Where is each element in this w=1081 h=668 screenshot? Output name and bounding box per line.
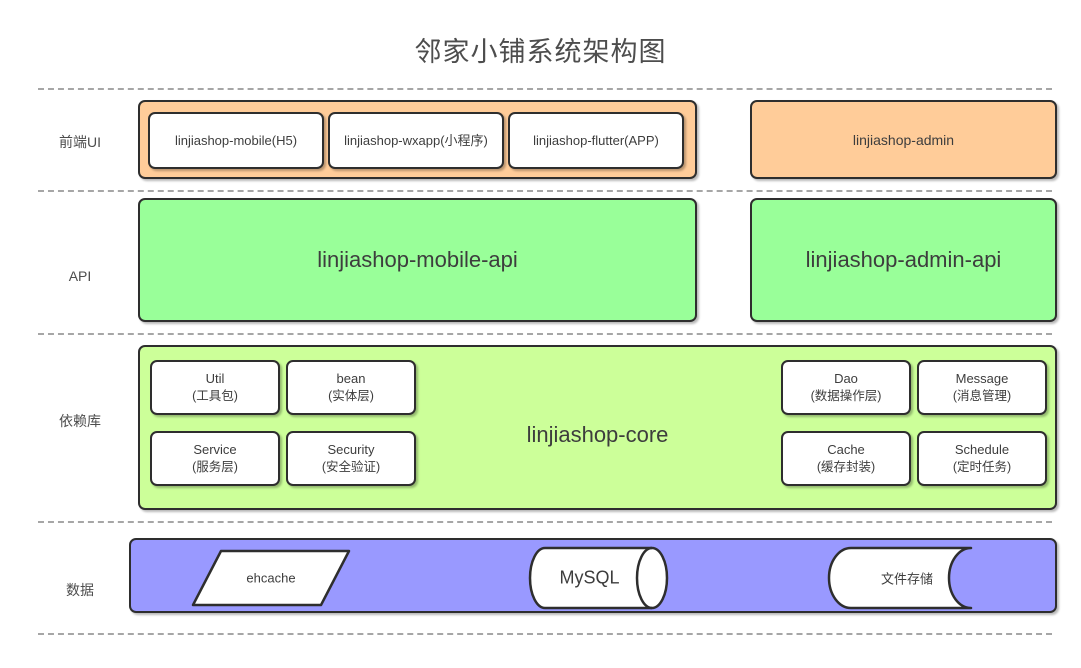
core-module-service-name: Service [193, 442, 237, 458]
row-separator-api-core [38, 333, 1052, 335]
core-module-cache[interactable]: Cache (缓存封装) [781, 431, 911, 486]
frontend-chip-flutter[interactable]: linjiashop-flutter(APP) [508, 112, 684, 169]
api-admin-box[interactable]: linjiashop-admin-api [750, 198, 1057, 322]
core-module-message-name: Message [955, 371, 1009, 387]
api-admin-label: linjiashop-admin-api [805, 247, 1002, 272]
core-module-util[interactable]: Util (工具包) [150, 360, 280, 415]
frontend-admin-box[interactable]: linjiashop-admin [750, 100, 1057, 179]
core-module-dao-name: Dao [834, 371, 858, 387]
row-separator-frontend-api [38, 190, 1052, 192]
core-module-schedule[interactable]: Schedule (定时任务) [917, 431, 1047, 486]
core-label: linjiashop-core [526, 422, 669, 447]
row-separator-core-data [38, 521, 1052, 523]
core-module-security-name: Security [327, 442, 375, 458]
core-module-service-desc: (服务层) [192, 459, 238, 474]
frontend-chip-mobile-h5[interactable]: linjiashop-mobile(H5) [148, 112, 324, 169]
data-store-ehcache[interactable]: ehcache [191, 549, 351, 607]
core-module-cache-desc: (缓存封装) [816, 459, 876, 474]
frontend-chip-flutter-label: linjiashop-flutter(APP) [533, 132, 659, 148]
core-module-dao[interactable]: Dao (数据操作层) [781, 360, 911, 415]
core-module-schedule-name: Schedule [954, 442, 1010, 458]
core-module-bean-desc: (实体层) [328, 388, 374, 403]
core-module-service[interactable]: Service (服务层) [150, 431, 280, 486]
core-module-util-desc: (工具包) [192, 388, 238, 403]
frontend-admin-label: linjiashop-admin [852, 131, 955, 148]
api-mobile-box[interactable]: linjiashop-mobile-api [138, 198, 697, 322]
data-store-file[interactable]: 文件存储 [827, 546, 991, 610]
page-title: 邻家小铺系统架构图 [414, 37, 667, 67]
frontend-chip-wxapp[interactable]: linjiashop-wxapp(小程序) [328, 112, 504, 169]
row-label-frontend: 前端UI [59, 134, 101, 150]
core-module-util-name: Util [205, 371, 225, 387]
core-module-security-desc: (安全验证) [321, 459, 381, 474]
data-store-mysql[interactable]: MySQL [515, 546, 680, 610]
row-label-api: API [68, 268, 92, 284]
data-container: ehcache MySQL 文件存储 [129, 538, 1057, 613]
core-module-cache-name: Cache [827, 442, 865, 458]
core-module-dao-desc: (数据操作层) [810, 388, 882, 403]
frontend-client-group: linjiashop-mobile(H5) linjiashop-wxapp(小… [138, 100, 697, 179]
row-label-library: 依赖库 [59, 413, 101, 429]
core-module-schedule-desc: (定时任务) [952, 459, 1012, 474]
core-module-bean[interactable]: bean (实体层) [286, 360, 416, 415]
core-module-bean-name: bean [336, 371, 366, 387]
core-module-security[interactable]: Security (安全验证) [286, 431, 416, 486]
frontend-chip-mobile-h5-label: linjiashop-mobile(H5) [174, 132, 298, 148]
row-label-data: 数据 [66, 582, 94, 598]
row-separator-top [38, 88, 1052, 90]
row-separator-bottom [38, 633, 1052, 635]
core-container: linjiashop-core Util (工具包) bean (实体层) Se… [138, 345, 1057, 510]
frontend-chip-wxapp-label: linjiashop-wxapp(小程序) [344, 132, 488, 148]
core-module-message[interactable]: Message (消息管理) [917, 360, 1047, 415]
core-module-message-desc: (消息管理) [952, 388, 1012, 403]
api-mobile-label: linjiashop-mobile-api [317, 247, 518, 272]
